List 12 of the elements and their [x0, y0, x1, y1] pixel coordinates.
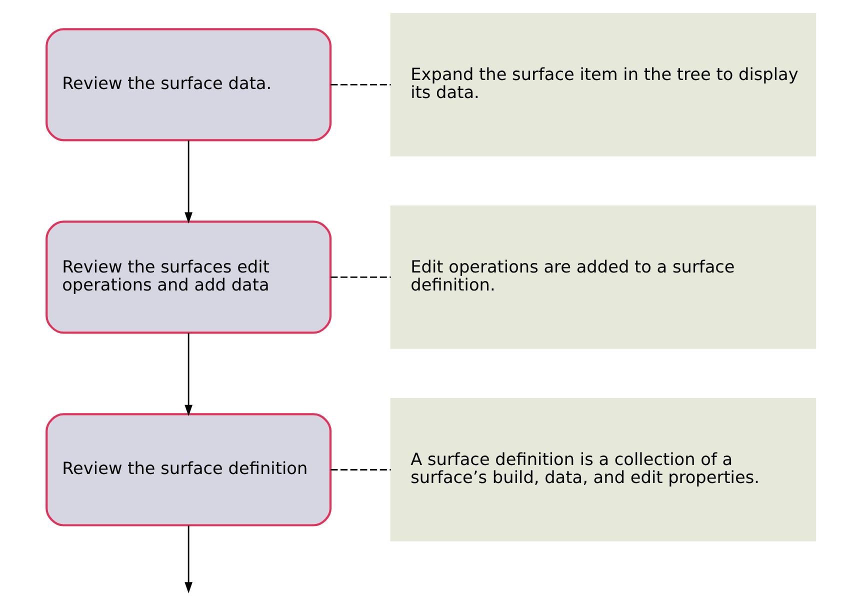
node-box: Edit operations are added to a surface definition.: [390, 206, 816, 349]
arrow: [184, 332, 192, 416]
arrow: [184, 140, 192, 224]
node-box: Review the surfaces edit operations and add data: [45, 220, 332, 334]
node-box: A surface definition is a collection of a surface’s build, data, and edit properties.: [390, 398, 816, 542]
node-box: Expand the surface item in the tree to display its data.: [390, 12, 816, 156]
arrow: [184, 526, 192, 594]
connector: [330, 276, 390, 278]
connector: [330, 469, 390, 470]
node-box: Review the surface data.: [45, 28, 332, 142]
node-box: Review the surface definition: [45, 413, 332, 526]
connector: [330, 84, 390, 86]
